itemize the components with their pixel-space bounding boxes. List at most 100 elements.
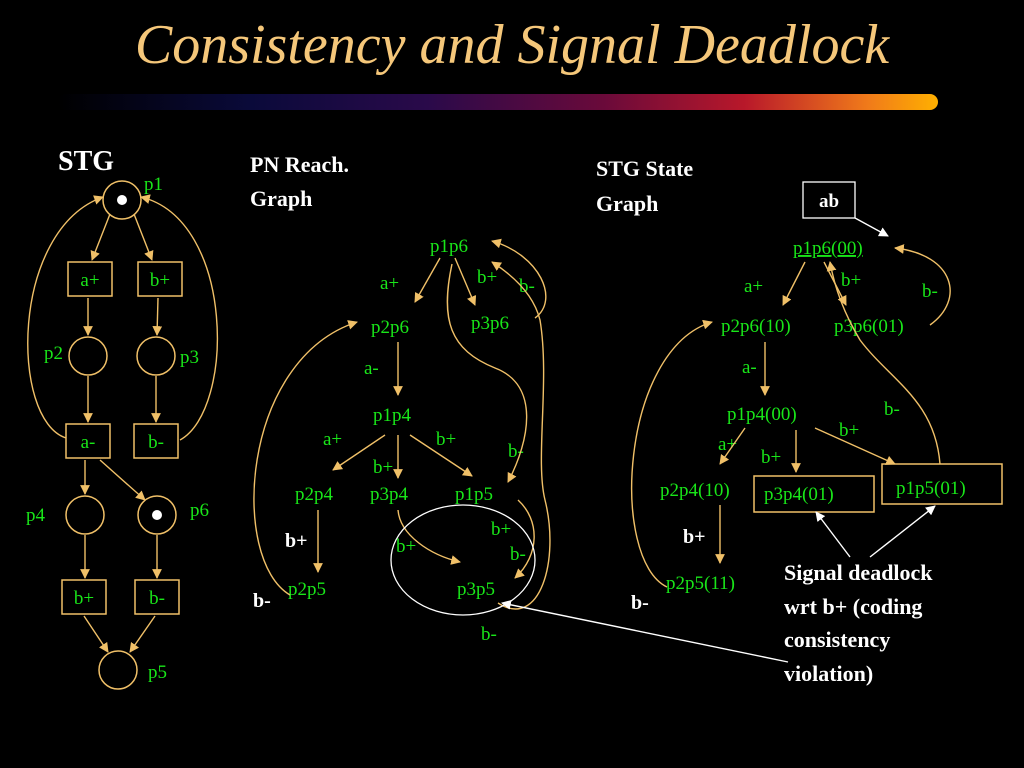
sg-state-s6-box — [881, 463, 1003, 505]
sg-legend-arrow — [854, 217, 889, 237]
sg-heading-line1: STG State — [596, 156, 693, 181]
sg-label-a-minus: a- — [742, 357, 757, 378]
sg-state-s5: p3p4(01) — [764, 484, 834, 505]
transition-a-plus — [67, 261, 113, 297]
sg-edge-s3-s6 — [814, 427, 896, 465]
sg-edge-s0-s1 — [782, 261, 806, 306]
pn-label-b-minus-4: b- — [481, 624, 497, 645]
place-p3-label: p3 — [180, 347, 199, 368]
pn-label-b-plus-2: b+ — [436, 429, 456, 450]
sg-label-b-minus-1: b- — [922, 281, 938, 302]
pn-label-b-plus-1: b+ — [477, 267, 497, 288]
sg-legend-text: ab — [819, 191, 839, 212]
place-p2 — [68, 336, 108, 376]
pn-edge-p3p4-p3p5 — [397, 509, 461, 565]
pn-heading-line1: PN Reach. — [250, 152, 349, 177]
sg-label-b-plus-2: b+ — [839, 420, 859, 441]
slide-title: Consistency and Signal Deadlock — [134, 14, 890, 76]
sg-label-b-minus-2: b- — [884, 399, 900, 420]
title-underline-bar — [58, 94, 938, 110]
pn-label-b-plus-4: b+ — [285, 530, 308, 552]
pn-state-p3p5: p3p5 — [457, 579, 495, 600]
annotation-line2: wrt b+ (coding — [784, 594, 922, 619]
annotation-line1: Signal deadlock — [784, 560, 933, 585]
sg-state-s4: p2p4(10) — [660, 480, 730, 501]
place-p4 — [65, 495, 105, 535]
sg-heading-line2: Graph — [596, 191, 658, 216]
arc-p1-aplus — [90, 213, 111, 261]
sg-label-b-plus-1: b+ — [841, 270, 861, 291]
pn-deadlock-ellipse — [390, 504, 536, 616]
pn-label-b-plus-3: b+ — [373, 457, 393, 478]
pn-edge-p1p5-p3p5 — [514, 499, 535, 579]
annotation-pointer-p3p5 — [501, 599, 789, 663]
place-p5 — [98, 650, 138, 690]
arc-aminus-p6 — [99, 459, 146, 501]
pn-edge-p1p4-p2p4 — [332, 434, 386, 471]
transition-b-plus-top-label: b+ — [150, 270, 170, 291]
sg-state-s2: p3p6(01) — [834, 316, 904, 337]
arc-bminus-p1 — [140, 194, 219, 441]
pn-label-b-minus-1: b- — [519, 276, 535, 297]
sg-label-b-plus-4: b+ — [683, 526, 706, 548]
transition-a-plus-label: a+ — [80, 270, 99, 291]
pn-edge-p3p5-p3p6 — [491, 261, 551, 610]
annotation-line3: consistency — [784, 627, 890, 652]
arc-bplus-p3 — [152, 297, 163, 336]
pn-label-b-plus-5: b+ — [396, 536, 416, 557]
pn-edge-p1p6-p2p6 — [414, 257, 441, 303]
sg-legend-box — [802, 181, 856, 219]
place-p6-label: p6 — [190, 500, 209, 521]
pn-reach-graph: PN Reach. Graph p1p6 p2p6 p3p6 p1p4 p2p4… — [250, 152, 551, 645]
sg-edge-s3-s4 — [719, 427, 746, 465]
arc-bminus-p5 — [129, 615, 156, 653]
annotation-pointer-s6 — [869, 505, 936, 558]
stg-state-graph: STG State Graph ab p1p6(00) p2p6(10) p3p… — [501, 156, 1003, 686]
pn-label-a-plus-2: a+ — [323, 429, 342, 450]
token-p1 — [117, 195, 127, 205]
transition-b-plus-top — [137, 261, 183, 297]
pn-state-p2p4: p2p4 — [295, 484, 334, 505]
stg-heading: STG — [58, 146, 114, 177]
pn-edge-p3p6-p1p6 — [491, 238, 547, 319]
pn-label-b-minus-left: b- — [253, 590, 271, 612]
sg-label-b-minus-left: b- — [631, 592, 649, 614]
transition-b-minus-mid — [133, 423, 179, 459]
pn-edge-p1p4-p1p5 — [409, 434, 473, 477]
annotation-line4: violation) — [784, 661, 873, 686]
pn-state-p2p5: p2p5 — [288, 579, 326, 600]
place-p4-label: p4 — [26, 505, 46, 526]
place-p2-label: p2 — [44, 343, 63, 364]
sg-edge-s2-s0 — [894, 244, 951, 326]
transition-a-minus — [65, 423, 111, 459]
arc-aminus-p1 — [27, 195, 104, 439]
stg-net: STG p1 p2 p3 p4 p6 p5 a+ b+ a- b — [26, 146, 219, 690]
sg-edge-s7-s1 — [631, 319, 713, 588]
sg-label-b-plus-3: b+ — [761, 447, 781, 468]
arc-p1-bplus — [133, 213, 154, 261]
pn-state-p2p6: p2p6 — [371, 317, 409, 338]
annotation-pointer-s5 — [815, 511, 851, 558]
sg-state-s7: p2p5(11) — [666, 573, 735, 594]
pn-label-b-minus-3: b- — [510, 544, 526, 565]
pn-state-p3p6: p3p6 — [471, 313, 509, 334]
pn-edge-p2p5-p2p6 — [253, 320, 358, 596]
sg-label-a-plus-2: a+ — [718, 434, 737, 455]
transition-a-minus-label: a- — [81, 432, 96, 453]
transition-b-plus-bot — [61, 579, 107, 615]
pn-state-p1p4: p1p4 — [373, 405, 412, 426]
sg-label-a-plus-1: a+ — [744, 276, 763, 297]
sg-state-s3: p1p4(00) — [727, 404, 797, 425]
place-p1-label: p1 — [144, 174, 163, 195]
pn-label-a-minus: a- — [364, 358, 379, 379]
pn-state-p1p5: p1p5 — [455, 484, 493, 505]
sg-state-s1: p2p6(10) — [721, 316, 791, 337]
sg-state-s6: p1p5(01) — [896, 478, 966, 499]
transition-b-minus-bot — [134, 579, 180, 615]
sg-edge-s6-s0 — [826, 261, 941, 465]
place-p3 — [136, 336, 176, 376]
transition-b-minus-bot-label: b- — [149, 588, 165, 609]
place-p5-label: p5 — [148, 662, 167, 683]
